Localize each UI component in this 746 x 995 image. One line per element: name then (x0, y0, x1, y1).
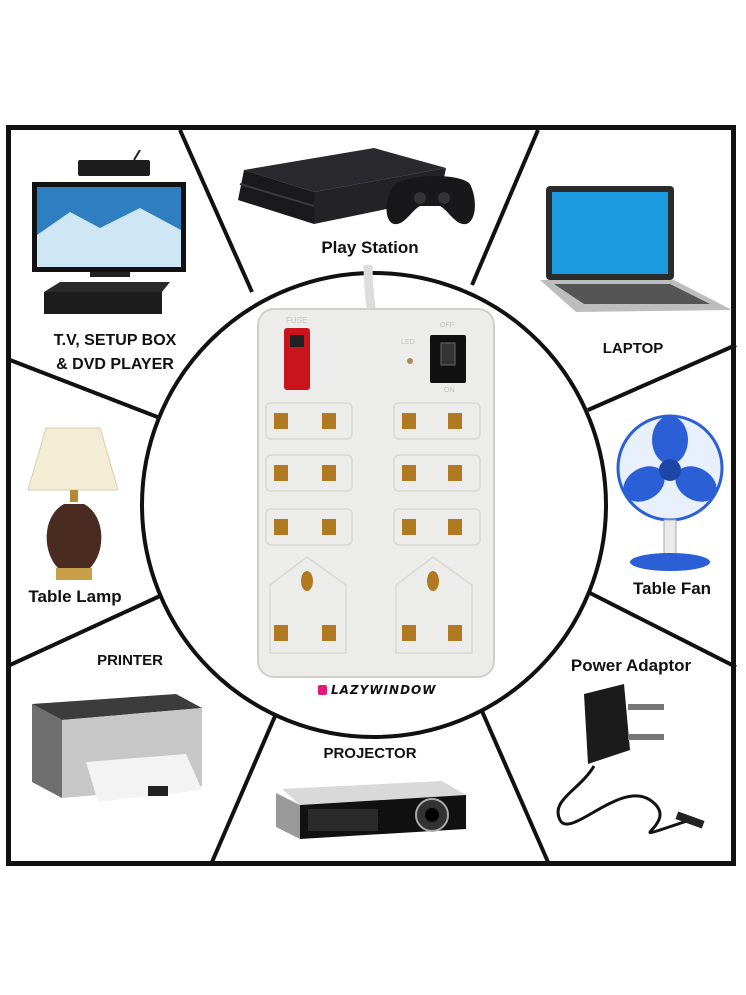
projector-label: PROJECTOR (323, 745, 417, 762)
playstation-icon (238, 148, 475, 225)
laptop-icon (540, 186, 732, 312)
tv-label-line1: T.V, SETUP BOX (53, 332, 177, 349)
printer-icon (32, 694, 202, 802)
table-lamp-label: Table Lamp (28, 587, 122, 606)
adaptor-icon (556, 684, 705, 835)
switch-on-label: ON (444, 387, 455, 394)
play-station-label: Play Station (321, 238, 419, 257)
switch-off-label: OFF (440, 322, 454, 329)
tv-label-line2: & DVD PLAYER (56, 356, 174, 373)
fan-icon (616, 414, 724, 571)
power-strip-icon (257, 265, 495, 678)
printer-label: PRINTER (97, 652, 163, 669)
tv-icon (32, 150, 186, 314)
led-label: LED (401, 339, 415, 346)
power-adaptor-label: Power Adaptor (570, 656, 692, 675)
brand-name: LAZYWINDOW (331, 683, 437, 697)
fuse-label: FUSE (286, 316, 308, 325)
shopping-bag-icon (318, 685, 327, 695)
projector-icon (276, 781, 466, 839)
brand-logo: LAZYWINDOW (318, 683, 436, 697)
table-fan-label: Table Fan (632, 579, 712, 598)
laptop-label: LAPTOP (602, 340, 664, 357)
lamp-icon (27, 427, 119, 580)
